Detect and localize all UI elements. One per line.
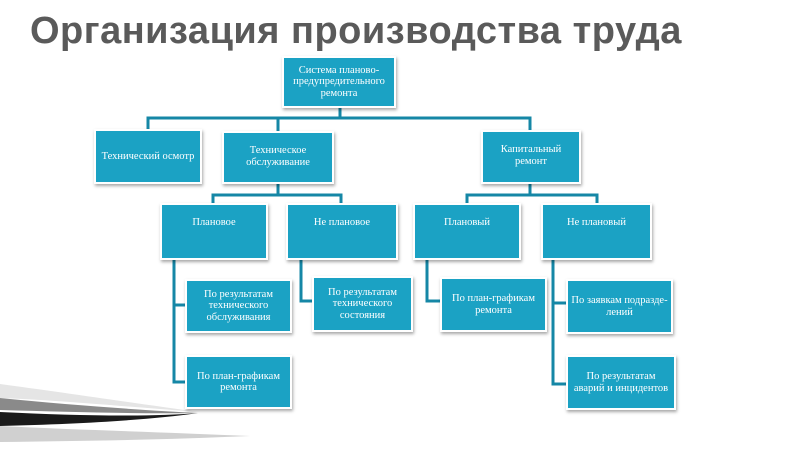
connector-cp-leaf xyxy=(425,257,443,303)
node-maint-by-repair-schedule: По план-графикам ремонта xyxy=(185,355,292,409)
node-maintenance-unplanned: Не плановое xyxy=(286,203,398,260)
node-technical-maintenance: Техническое обслуживание xyxy=(222,131,334,184)
node-technical-inspection: Технический осмотр xyxy=(94,129,202,184)
node-ppr-system: Система планово-предупредительного ремон… xyxy=(282,56,396,108)
node-capital-unplanned: Не плановый xyxy=(541,203,652,260)
node-cap-by-repair-schedule: По план-графикам ремонта xyxy=(440,277,547,332)
node-by-accidents-incidents: По результатам аварий и инцидентов xyxy=(566,355,676,410)
node-capital-planned: Плановый xyxy=(413,203,521,260)
node-by-maintenance-results: По результатам технического обслуживания xyxy=(185,279,292,333)
connector-mp-leaves xyxy=(172,257,188,384)
connector-cu-leaves xyxy=(551,257,569,386)
node-by-department-requests: По заявкам подразде-лений xyxy=(566,279,673,334)
node-by-technical-condition: По результатам технического состояния xyxy=(312,276,413,332)
node-capital-repair: Капитальный ремонт xyxy=(481,130,581,184)
connector-mu-leaf xyxy=(299,257,315,303)
node-maintenance-planned: Плановое xyxy=(160,203,268,260)
page-title: Организация производства труда xyxy=(30,10,682,52)
